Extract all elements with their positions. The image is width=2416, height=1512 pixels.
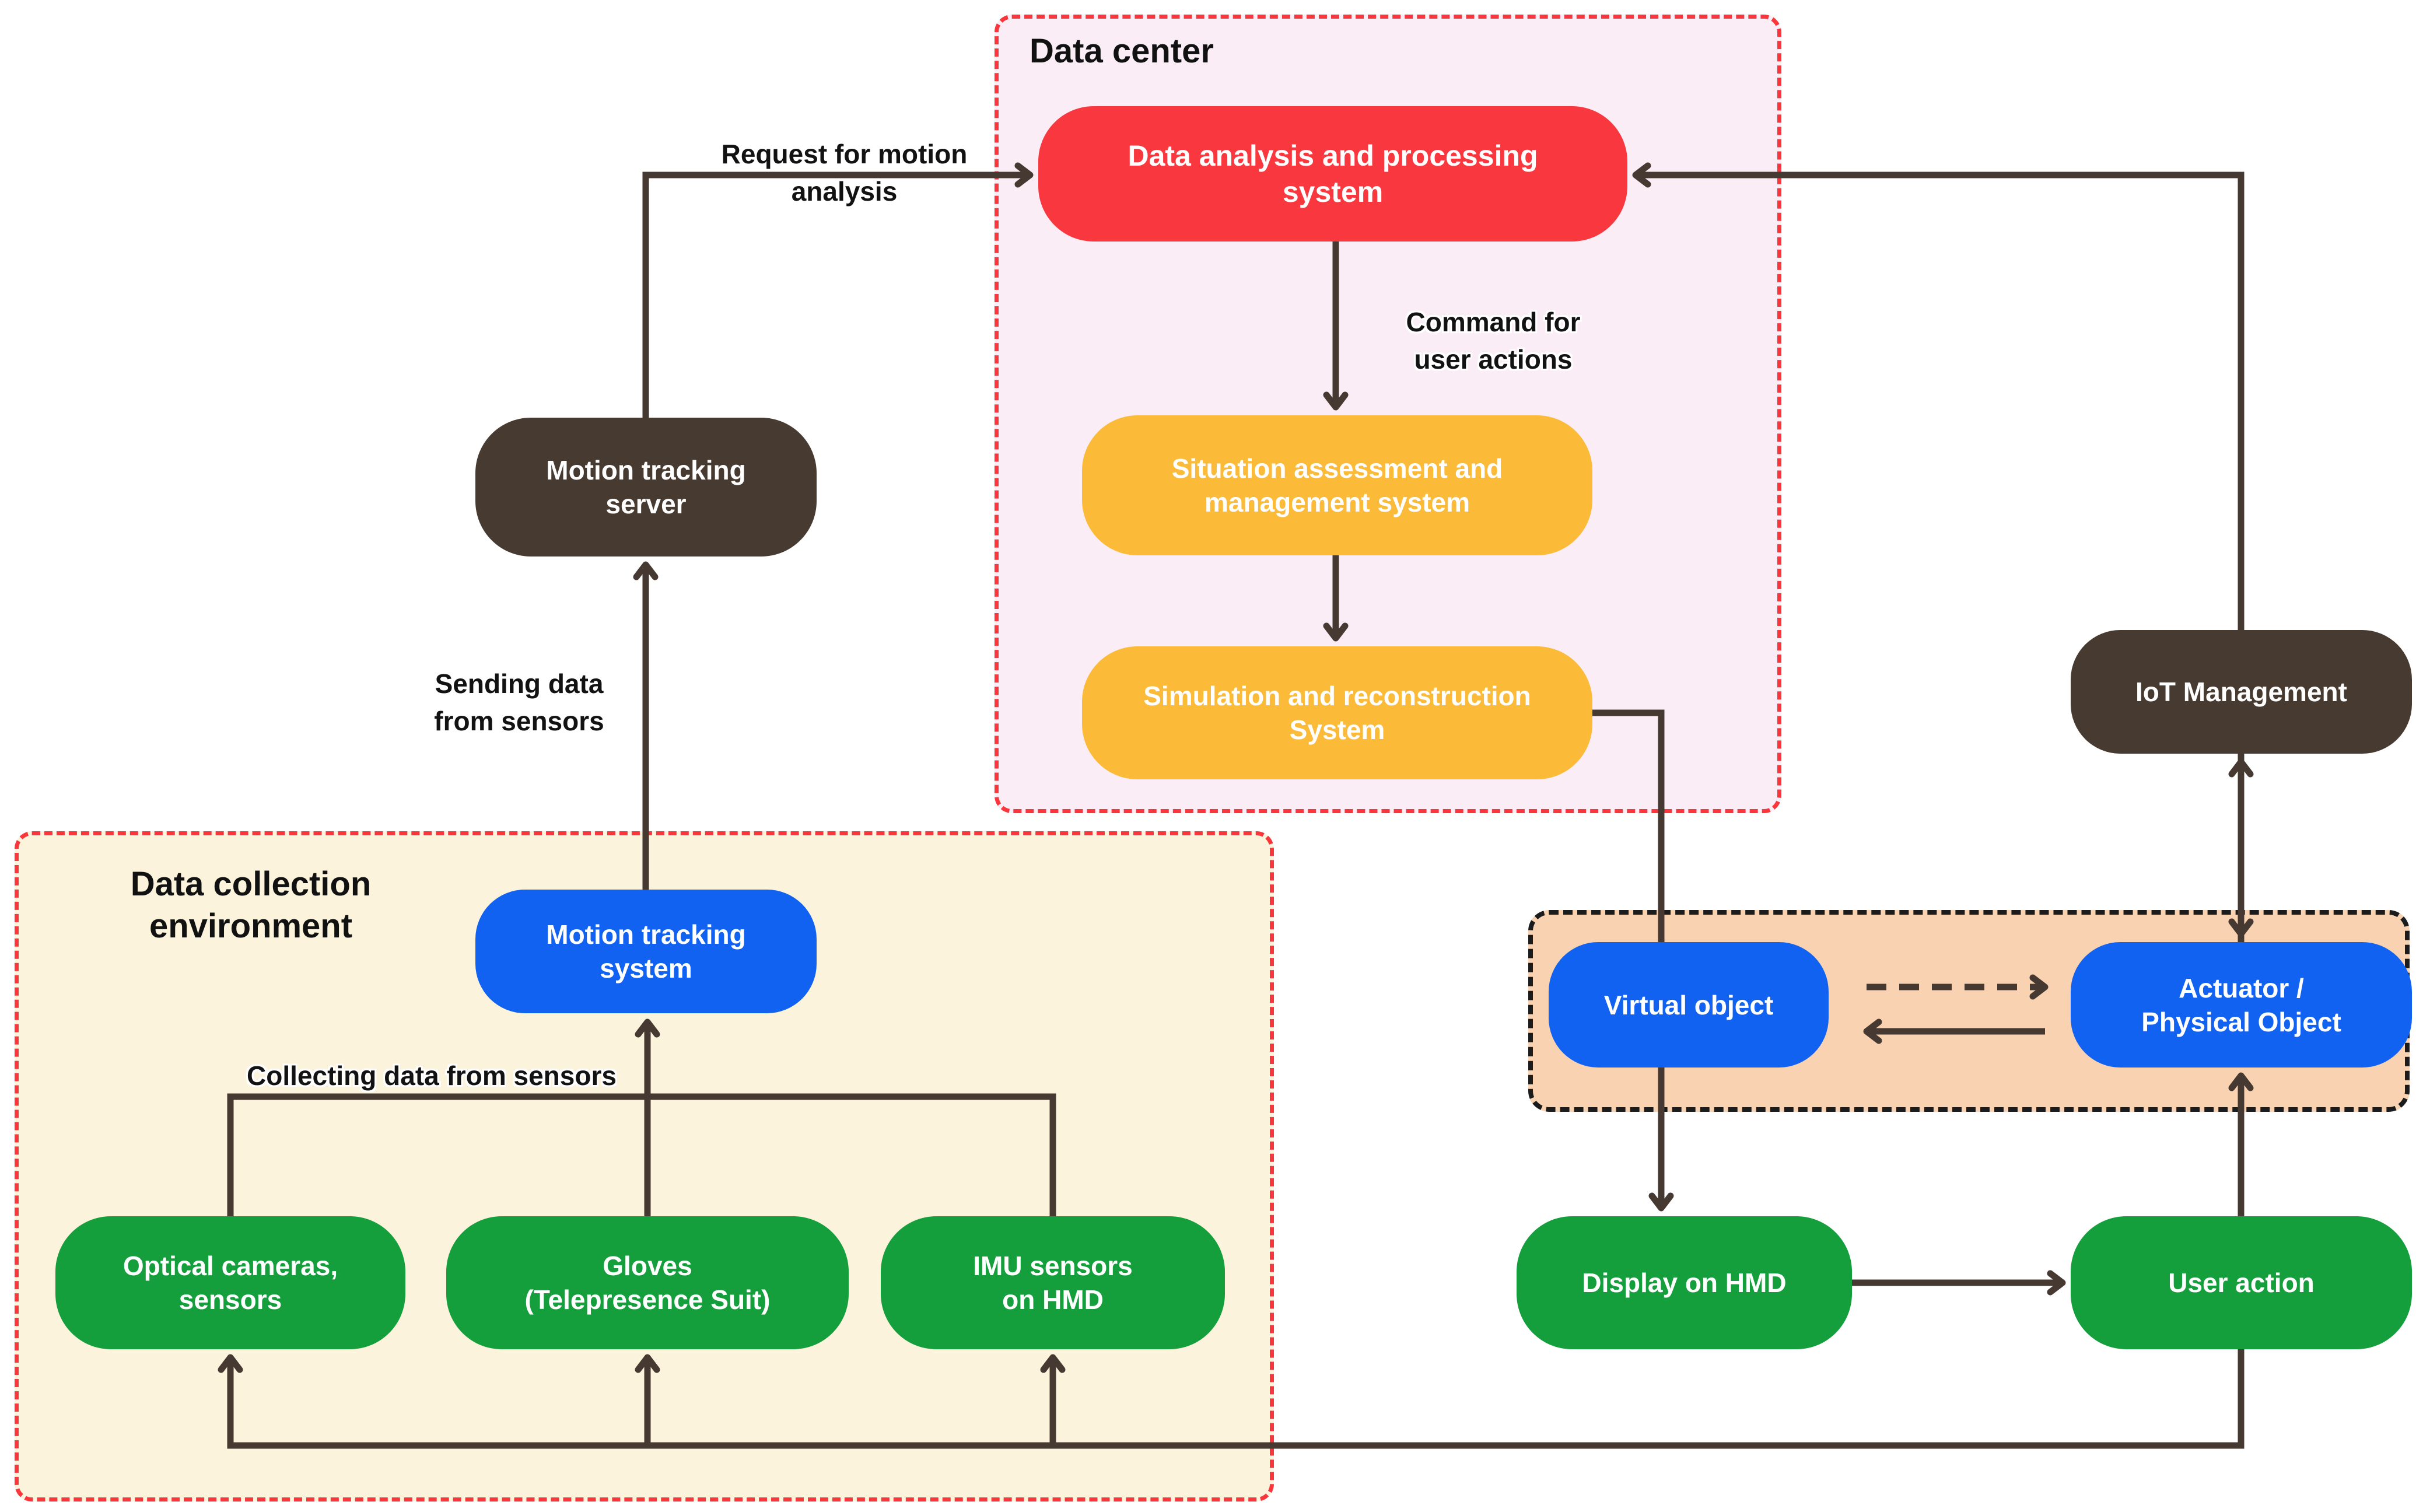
node-situation-assessment: Situation assessment and management syst… xyxy=(1082,415,1592,555)
node-iot-management: IoT Management xyxy=(2071,630,2412,754)
node-motion-tracking-system: Motion tracking system xyxy=(475,890,817,1013)
edge-sensors-collecting-line xyxy=(227,1093,1056,1216)
node-optical-cameras: Optical cameras, sensors xyxy=(55,1216,405,1349)
data-collection-title: Data collection environment xyxy=(130,865,372,945)
node-simulation-reconstruction: Simulation and reconstruction System xyxy=(1082,646,1592,779)
data-center-title: Data center xyxy=(1030,32,1214,70)
node-data-analysis: Data analysis and processing system xyxy=(1038,106,1627,242)
node-actuator-physical-object: Actuator / Physical Object xyxy=(2071,942,2412,1068)
edge-label-command-user-actions: Command for user actions xyxy=(1406,307,1581,374)
edge-label-sending-data: Sending data from sensors xyxy=(434,668,604,736)
node-imu-sensors: IMU sensors on HMD xyxy=(881,1216,1225,1349)
node-display-on-hmd: Display on HMD xyxy=(1517,1216,1852,1349)
edge-user-to-optical xyxy=(218,1349,2245,1449)
edge-label-collecting-data: Collecting data from sensors xyxy=(247,1060,617,1091)
node-virtual-object: Virtual object xyxy=(1549,942,1829,1068)
edge-iot-to-analysis xyxy=(1632,162,2245,630)
node-gloves: Gloves (Telepresence Suit) xyxy=(446,1216,849,1349)
node-motion-tracking-server: Motion tracking server xyxy=(475,418,817,556)
edge-label-request-motion-analysis: Request for motion analysis xyxy=(721,139,968,206)
node-user-action: User action xyxy=(2071,1216,2412,1349)
edge-server-to-analysis xyxy=(642,162,1034,418)
